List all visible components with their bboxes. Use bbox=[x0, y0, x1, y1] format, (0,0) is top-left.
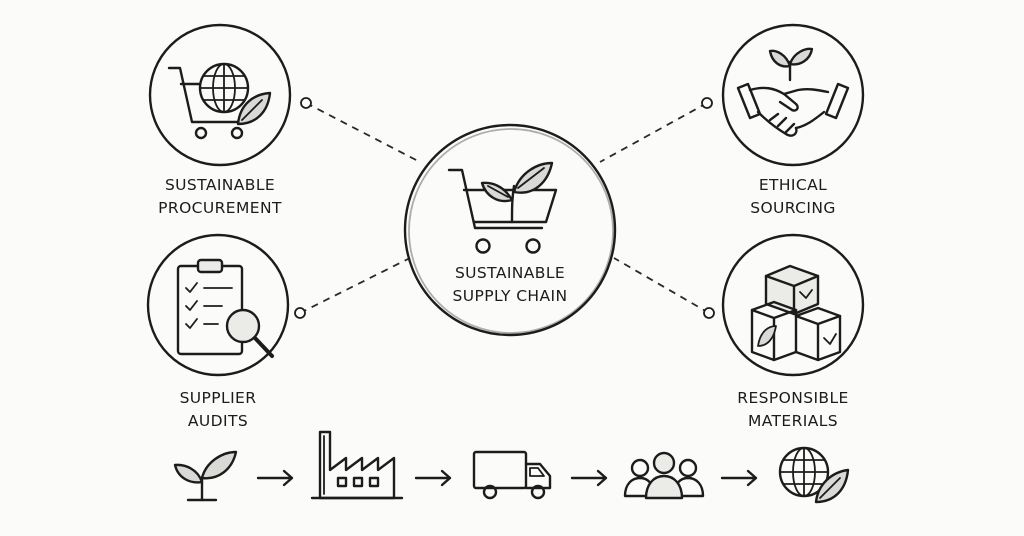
node-supplier-audits bbox=[146, 233, 290, 377]
center-hub bbox=[403, 123, 617, 337]
connector-procurement bbox=[305, 102, 421, 163]
connector-dot-procurement bbox=[300, 97, 312, 109]
label-supplier-audits: SUPPLIER AUDITS bbox=[179, 389, 257, 430]
label-responsible-materials: RESPONSIBLE MATERIALS bbox=[737, 389, 849, 430]
handshake-sprout-icon bbox=[736, 47, 850, 137]
center-circle bbox=[403, 123, 617, 337]
flow-arrow-1 bbox=[256, 469, 294, 487]
node-circle bbox=[146, 233, 290, 377]
cart-sprout-icon bbox=[447, 161, 558, 254]
connector-dot-sourcing bbox=[701, 97, 713, 109]
connector-materials bbox=[613, 257, 710, 314]
connectors bbox=[294, 97, 715, 319]
label-sustainable-procurement: SUSTAINABLE PROCUREMENT bbox=[158, 176, 282, 217]
node-circle bbox=[721, 233, 865, 377]
connector-sourcing bbox=[599, 102, 708, 163]
center-label: SUSTAINABLE SUPPLY CHAIN bbox=[452, 264, 568, 305]
boxes-leaf-icon bbox=[750, 264, 842, 362]
node-circle bbox=[721, 23, 865, 167]
sprout-icon bbox=[173, 450, 238, 502]
connector-dot-materials bbox=[703, 307, 715, 319]
node-ethical-sourcing bbox=[721, 23, 865, 167]
people-group-icon bbox=[623, 451, 705, 500]
flow-row bbox=[173, 430, 850, 504]
flow-arrow-2 bbox=[414, 469, 452, 487]
globe-leaf-icon bbox=[778, 446, 850, 504]
flow-arrow-4 bbox=[720, 469, 758, 487]
flow-arrow-3 bbox=[570, 469, 608, 487]
delivery-truck-icon bbox=[472, 450, 552, 500]
factory-icon bbox=[310, 430, 404, 500]
node-responsible-materials bbox=[721, 233, 865, 377]
connector-audits bbox=[299, 257, 411, 314]
label-ethical-sourcing: ETHICAL SOURCING bbox=[750, 176, 836, 217]
cart-globe-leaf-icon bbox=[167, 62, 272, 140]
node-sustainable-procurement bbox=[148, 23, 292, 167]
node-circle bbox=[148, 23, 292, 167]
connector-dot-audits bbox=[294, 307, 306, 319]
clipboard-magnifier-icon bbox=[176, 258, 274, 358]
